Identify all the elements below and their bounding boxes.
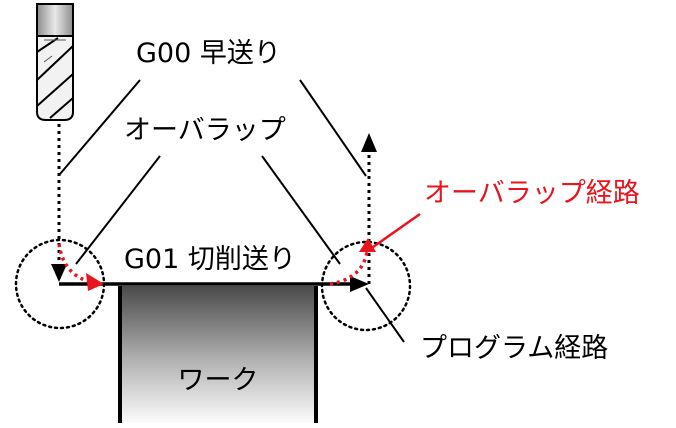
g00-down-arrowhead <box>51 264 67 282</box>
program-path-leader <box>365 287 405 343</box>
program-path-arrowhead <box>350 276 369 292</box>
workpiece: ワーク <box>118 286 318 426</box>
left-overlap-arrowhead <box>86 273 104 291</box>
overlap-leader-right <box>261 155 341 265</box>
g00-rapid-label: G00 早送り <box>136 38 281 69</box>
overlap-path-label: オーバラップ経路 <box>424 178 640 209</box>
g00-up-arrowhead <box>361 133 377 152</box>
overlap-label: オーバラップ <box>124 115 286 146</box>
workpiece-label: ワーク <box>178 365 259 396</box>
g00-leader-right <box>299 79 367 177</box>
g00-leader-left <box>59 79 141 175</box>
overlap-leader-left <box>75 155 161 265</box>
left-overlap-path <box>57 243 97 285</box>
overlap-path-leader <box>365 212 421 254</box>
g01-cutting-label: G01 切削送り <box>124 244 296 275</box>
program-path-label: プログラム経路 <box>420 333 608 364</box>
end-mill-icon <box>36 3 74 121</box>
